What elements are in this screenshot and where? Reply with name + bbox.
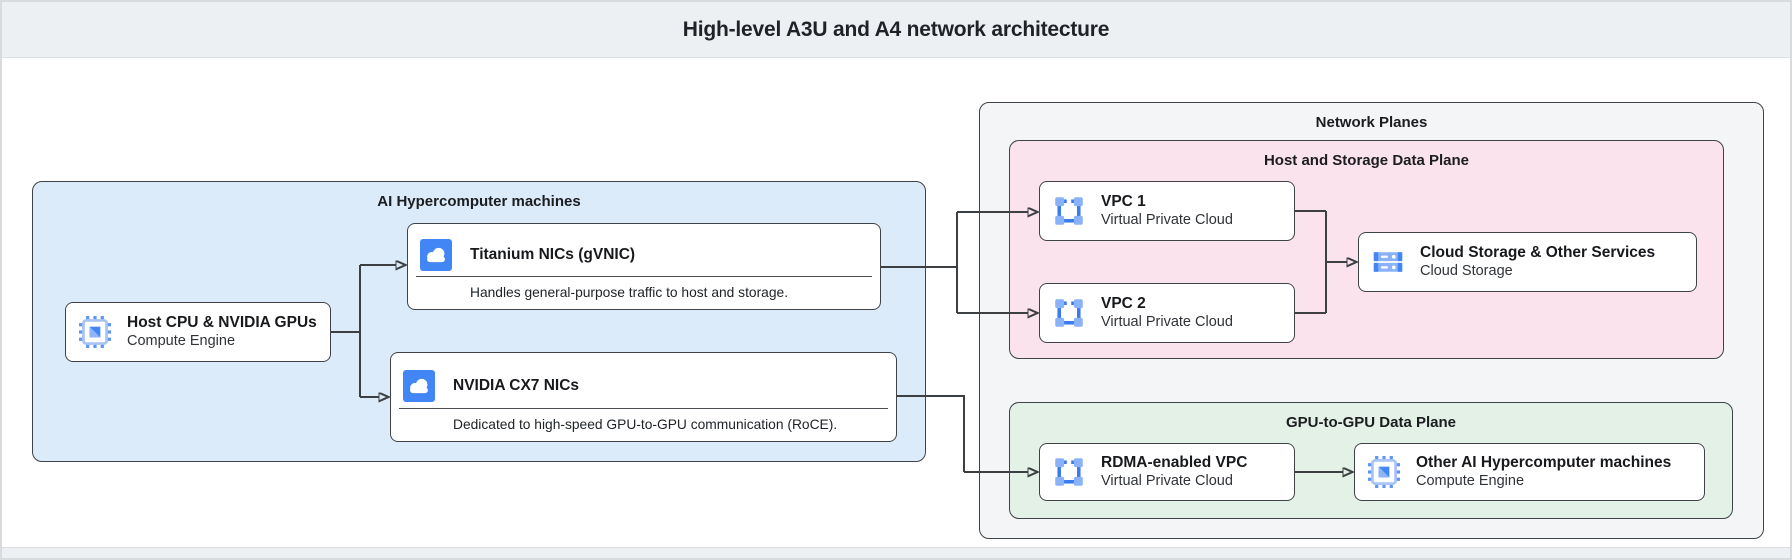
node-title: NVIDIA CX7 NICs	[453, 376, 580, 394]
ai-machines-label: AI Hypercomputer machines	[377, 193, 581, 210]
node-titanium-nics: Titanium NICs (gVNIC) Handles general-pu…	[407, 223, 881, 310]
node-subtitle: Virtual Private Cloud	[1101, 473, 1233, 490]
node-host-cpu: Host CPU & NVIDIA GPUs Compute Engine	[65, 302, 331, 362]
page-header: High-level A3U and A4 network architectu…	[2, 2, 1790, 58]
divider	[416, 276, 872, 277]
vpc-icon	[1055, 458, 1083, 486]
host-storage-plane-label: Host and Storage Data Plane	[1263, 152, 1470, 169]
node-title: Other AI Hypercomputer machines	[1416, 453, 1672, 471]
bottom-border-strip	[2, 547, 1790, 558]
compute-engine-icon	[79, 316, 111, 348]
node-nvidia-cx7-nics: NVIDIA CX7 NICs Dedicated to high-speed …	[390, 352, 897, 442]
node-title: VPC 1	[1101, 192, 1146, 210]
vpc-icon	[1055, 299, 1083, 327]
node-other-ai-machines: Other AI Hypercomputer machines Compute …	[1354, 443, 1705, 501]
vpc-icon	[1055, 197, 1083, 225]
node-description: Handles general-purpose traffic to host …	[470, 285, 789, 300]
node-subtitle: Compute Engine	[127, 333, 236, 350]
node-subtitle: Virtual Private Cloud	[1101, 314, 1233, 331]
node-title: Host CPU & NVIDIA GPUs	[127, 313, 317, 331]
node-title: VPC 2	[1101, 294, 1146, 312]
node-subtitle: Cloud Storage	[1420, 263, 1513, 280]
node-subtitle: Virtual Private Cloud	[1101, 212, 1233, 229]
node-title: Titanium NICs (gVNIC)	[470, 246, 636, 264]
node-vpc-2: VPC 2 Virtual Private Cloud	[1039, 283, 1295, 343]
network-planes-label: Network Planes	[1315, 114, 1428, 131]
node-cloud-storage: Cloud Storage & Other Services Cloud Sto…	[1358, 232, 1697, 292]
node-title: RDMA-enabled VPC	[1101, 453, 1248, 471]
cloud-nic-icon	[420, 239, 452, 271]
node-subtitle: Compute Engine	[1416, 473, 1525, 490]
cloud-nic-icon	[403, 369, 435, 402]
node-rdma-vpc: RDMA-enabled VPC Virtual Private Cloud	[1039, 443, 1295, 501]
compute-engine-icon	[1368, 456, 1400, 488]
gpu-plane-label: GPU-to-GPU Data Plane	[1285, 414, 1457, 431]
node-title: Cloud Storage & Other Services	[1420, 243, 1656, 261]
cloud-storage-icon	[1373, 252, 1403, 272]
node-description: Dedicated to high-speed GPU-to-GPU commu…	[453, 417, 838, 432]
divider	[399, 408, 888, 409]
page-title: High-level A3U and A4 network architectu…	[682, 17, 1110, 41]
node-vpc-1: VPC 1 Virtual Private Cloud	[1039, 181, 1295, 241]
